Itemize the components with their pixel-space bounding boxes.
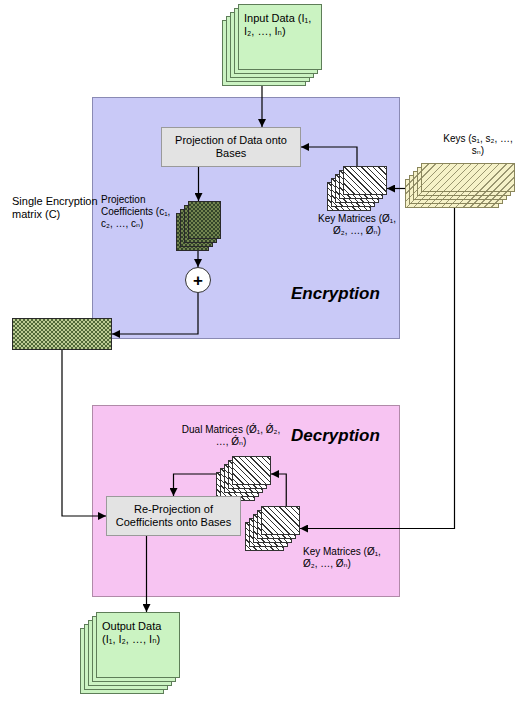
node-label: Output Data (I₁, I₂, …, Iₙ): [102, 620, 172, 646]
key-stack: Keys (s₁, s₂, …, sₙ): [400, 133, 520, 213]
process-box: Projection of Data onto Bases: [161, 127, 301, 167]
process-box: Re-Projection of Coefficients onto Bases: [106, 496, 241, 536]
dual-matrix-stack: Dual Matrices (Ǿ₁, Ǿ₂, …, Ǿₙ): [181, 424, 281, 504]
node-label: Dual Matrices (Ǿ₁, Ǿ₂, …, Ǿₙ): [181, 424, 281, 448]
stack-outline: [245, 506, 300, 551]
connector-arrow: [261, 86, 262, 127]
stack-sheet: [12, 318, 112, 350]
operator-symbol: +: [193, 272, 203, 289]
stack-outline: [176, 201, 221, 251]
node-label: Key Matrices (Ø₁, Ø₂, …, Øₙ): [313, 213, 401, 237]
connector-arrow: [300, 208, 455, 529]
stack-outline: [405, 163, 515, 208]
connector-arrow: [271, 474, 286, 506]
stack-sheet: [343, 166, 387, 195]
node-label: Projection of Data onto Bases: [168, 134, 294, 160]
input-data-stack: Input Data (I₁, I₂, …, Iₙ): [222, 4, 322, 86]
connector-arrow: [174, 474, 217, 496]
coefficient-stack: Projection Coefficients (c₁, c₂, …, cₙ): [101, 186, 223, 256]
connector-arrow: [387, 188, 405, 189]
stack-sheet: [421, 163, 515, 192]
node-label: Single Encryption matrix (C): [12, 195, 114, 221]
encryption-panel: Encryption Projection of Data onto BasesP…: [92, 97, 400, 339]
decryption-panel: Decryption Dual Matrices (Ǿ₁, Ǿ₂, …, Ǿₙ) K…: [92, 405, 400, 597]
output-data-stack: Output Data (I₁, I₂, …, Iₙ): [80, 612, 180, 694]
stack-sheet: [232, 456, 271, 485]
sum-circle: +: [185, 267, 211, 293]
encryption-matrix: Single Encryption matrix (C): [8, 195, 116, 353]
key-matrix-stack: Key Matrices (Ø₁, Ø₂, …, Øₙ): [241, 506, 383, 578]
stack-sheet: [188, 201, 221, 239]
stack-outline: [327, 166, 387, 211]
stack-outline: [216, 456, 271, 501]
connector-arrow: [62, 350, 106, 516]
panel-title: Encryption: [291, 284, 395, 304]
key-matrix-stack: Key Matrices (Ø₁, Ø₂, …, Øₙ): [313, 161, 403, 243]
connector-arrow: [197, 251, 198, 267]
node-label: Re-Projection of Coefficients onto Bases: [113, 503, 234, 529]
connector-arrow: [198, 167, 199, 201]
panel-title: Decryption: [291, 426, 395, 446]
node-label: Keys (s₁, s₂, …, sₙ): [438, 133, 518, 157]
stack-sheet: [261, 506, 300, 535]
connector-arrow: [146, 536, 147, 612]
node-label: Key Matrices (Ø₁, Ø₂, …, Øₙ): [303, 546, 381, 570]
node-label: Projection Coefficients (c₁, c₂, …, cₙ): [101, 194, 174, 230]
connector-arrow: [112, 293, 198, 334]
node-label: Input Data (I₁, I₂, …, Iₙ): [244, 12, 314, 38]
connector-arrow: [301, 147, 357, 166]
stack-outline: [12, 318, 112, 350]
